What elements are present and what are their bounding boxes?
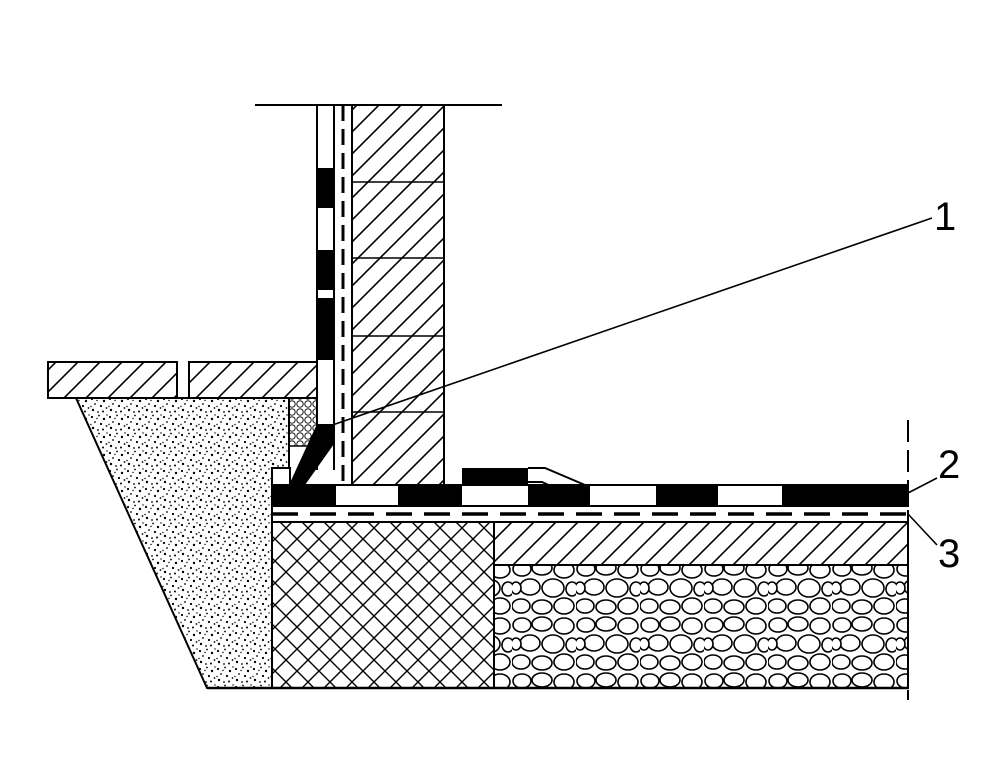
- membrane-overlap-strip: [462, 467, 586, 489]
- paving-slab-outer: [47, 361, 178, 399]
- gravel-base: [493, 564, 909, 689]
- leader-line-2: [907, 477, 938, 494]
- vertical-waterproofing: [316, 105, 353, 485]
- paving-slab-inner: [188, 361, 318, 399]
- callout-label-3: 3: [938, 532, 960, 576]
- leader-line-1: [317, 217, 933, 431]
- concrete-screed: [493, 521, 909, 566]
- corner-fillet-membrane: [289, 424, 334, 485]
- horizontal-waterproofing-membrane: [271, 484, 909, 507]
- callout-label-1: 1: [934, 195, 956, 239]
- membrane-end-block: [271, 467, 291, 486]
- separation-layer: [272, 505, 908, 523]
- leader-line-3: [907, 513, 938, 546]
- callout-label-2: 2: [938, 443, 960, 487]
- concrete-foundation: [271, 521, 495, 689]
- sand-backfill: [74, 397, 290, 689]
- brick-wall: [351, 104, 445, 486]
